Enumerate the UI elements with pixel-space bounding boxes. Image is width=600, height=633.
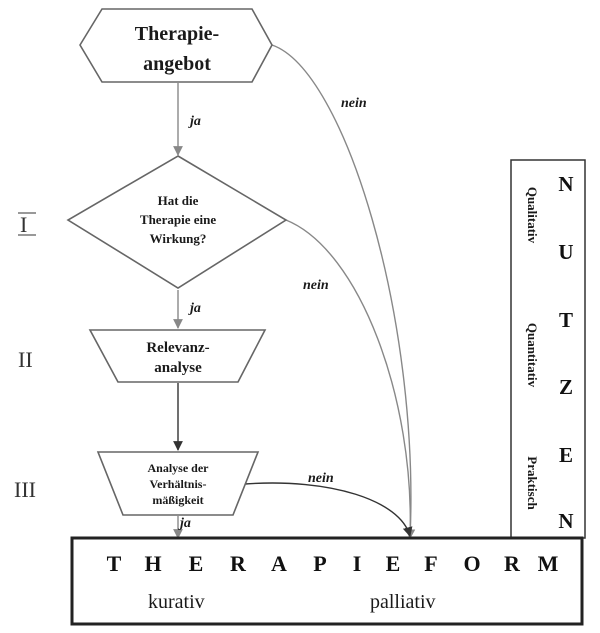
nutzen-letter: E xyxy=(559,443,573,467)
relevance-node-line-2: analyse xyxy=(154,360,202,376)
nutzen-dimension-qualitativ: Qualitativ xyxy=(525,187,540,244)
therapieform-type-kurativ: kurativ xyxy=(148,591,205,613)
nutzen-letter: N xyxy=(558,509,573,533)
therapieform-letter: I xyxy=(353,551,362,576)
nutzen-dimension-praktisch: Praktisch xyxy=(525,456,540,510)
therapieform-letter: P xyxy=(313,551,326,576)
therapieform-letter: E xyxy=(386,551,401,576)
nutzen-letter: T xyxy=(559,308,573,332)
therapieform-letter: A xyxy=(271,551,287,576)
nutzen-letter: Z xyxy=(559,375,573,399)
therapieform-box xyxy=(70,536,584,626)
therapieform-letters: T H E R A P I E F O R M xyxy=(107,551,559,576)
decision-node-diamond xyxy=(66,155,288,289)
decision-node-line-2: Therapie eine xyxy=(140,212,216,227)
level-label-2: II xyxy=(18,347,33,372)
therapieform-letter: F xyxy=(424,551,437,576)
proportionality-node-line-2: Verhältnis- xyxy=(150,477,207,491)
therapieform-letter: T xyxy=(107,551,122,576)
nutzen-letters: N U T Z E N xyxy=(558,172,573,533)
therapieform-letter: M xyxy=(538,551,559,576)
relevance-node-trapezoid xyxy=(88,329,267,383)
level-label-1: I xyxy=(20,212,27,237)
therapieform-letter: H xyxy=(144,551,161,576)
therapieform-type-palliativ: palliativ xyxy=(370,591,436,613)
nutzen-dimension-quantitativ: Quantitativ xyxy=(525,323,540,388)
start-node-hexagon xyxy=(79,8,273,83)
proportionality-node-trapezoid xyxy=(96,451,260,516)
relevance-node-line-1: Relevanz- xyxy=(146,340,209,356)
edge-label-no-2: nein xyxy=(303,278,329,293)
edge-label-yes-3: ja xyxy=(178,516,191,531)
edge-label-yes-2: ja xyxy=(188,301,201,316)
proportionality-node-line-3: mäßigkeit xyxy=(152,493,203,507)
proportionality-node-line-1: Analyse der xyxy=(148,461,210,475)
level-label-3: III xyxy=(14,477,36,502)
therapieform-letter: E xyxy=(189,551,204,576)
therapieform-letter: R xyxy=(504,551,521,576)
edge-decision-no xyxy=(285,219,416,539)
start-node-line-2: angebot xyxy=(143,53,211,75)
edge-label-no-3: nein xyxy=(308,471,334,486)
edge-start-no xyxy=(271,44,416,539)
nutzen-letter: N xyxy=(558,172,573,196)
therapieform-letter: O xyxy=(463,551,480,576)
edge-proportionality-no xyxy=(244,482,413,537)
start-node-line-1: Therapie- xyxy=(135,23,219,45)
decision-node-line-3: Wirkung? xyxy=(150,231,207,246)
edge-label-yes-1: ja xyxy=(188,114,201,129)
nutzen-letter: U xyxy=(558,240,573,264)
decision-node-line-1: Hat die xyxy=(158,193,199,208)
therapieform-letter: R xyxy=(230,551,247,576)
edge-label-no-1: nein xyxy=(341,96,367,111)
nutzen-box xyxy=(510,159,586,539)
